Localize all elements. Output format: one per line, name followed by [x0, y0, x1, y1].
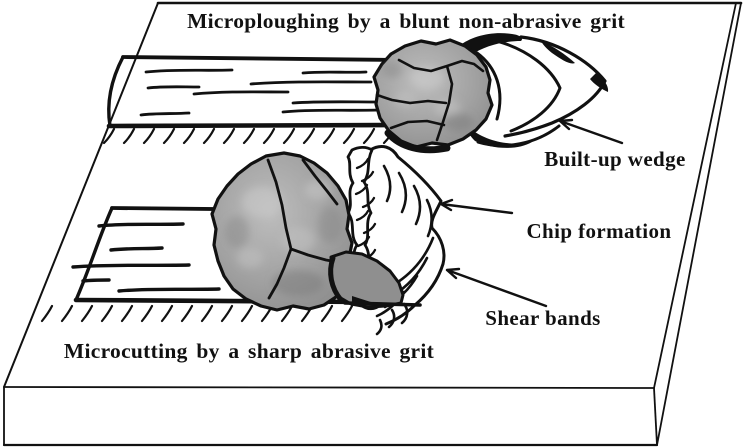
microploughing-scene: Built-up wedge Microploughing by a blunt… — [102, 9, 686, 171]
sharp-grit-shape — [210, 151, 422, 312]
built-up-wedge-label: Built-up wedge — [544, 147, 686, 171]
fragment-dark-corner — [352, 296, 374, 303]
sharp-grit-texture — [225, 180, 342, 296]
block-right-outer-edge — [656, 2, 742, 446]
microcutting-scene: Chip formation Shear bands Microcutting … — [40, 145, 671, 363]
block-right-inner-edge — [653, 2, 737, 389]
arrow-to-chip — [439, 198, 514, 215]
sharp-grit-cracks — [266, 158, 345, 300]
wedge-outer-shell — [503, 35, 607, 138]
built-up-wedge-arrow — [558, 118, 624, 145]
groove-left-end — [107, 55, 125, 128]
front-face-right-edge — [653, 387, 658, 446]
groove-left-end — [74, 206, 114, 302]
front-face-top-edge — [3, 386, 655, 389]
wedge-middle-shell — [495, 39, 562, 133]
groove-line-under-fragment — [343, 301, 422, 307]
block-left-edge — [3, 2, 159, 388]
microcutting-caption: Microcutting by a sharp abrasive grit — [64, 339, 435, 363]
wedge-bottom-line — [476, 124, 561, 147]
microploughing-caption: Microploughing by a blunt non-abrasive g… — [187, 9, 625, 33]
blunt-grit-under-shadow — [384, 129, 451, 154]
wedge-inner-shell — [475, 51, 502, 121]
blunt-grit-shape — [372, 38, 494, 154]
fragment-shadow-edge — [328, 255, 344, 303]
chip-formation-arrow — [439, 198, 514, 215]
arrow-to-shear-bands — [445, 267, 548, 308]
groove-hatching — [102, 127, 396, 145]
chip-formation-label: Chip formation — [526, 219, 671, 243]
wedge-top-cap — [459, 33, 522, 55]
groove-streaks — [139, 68, 380, 117]
arrow-to-wedge — [558, 118, 624, 145]
wedge-dark-marks — [541, 41, 609, 92]
groove-upper-line — [121, 55, 402, 62]
shear-bands-label: Shear bands — [485, 306, 600, 330]
groove-top — [102, 55, 402, 145]
blunt-grit-body — [372, 38, 494, 149]
groove-streaks — [71, 222, 221, 293]
blunt-grit-cracks — [375, 58, 485, 142]
groove-hatching — [40, 304, 354, 323]
groove-lower-line — [106, 122, 399, 129]
built-up-wedge-shape — [459, 33, 609, 148]
shear-bands-arrow — [445, 267, 548, 308]
